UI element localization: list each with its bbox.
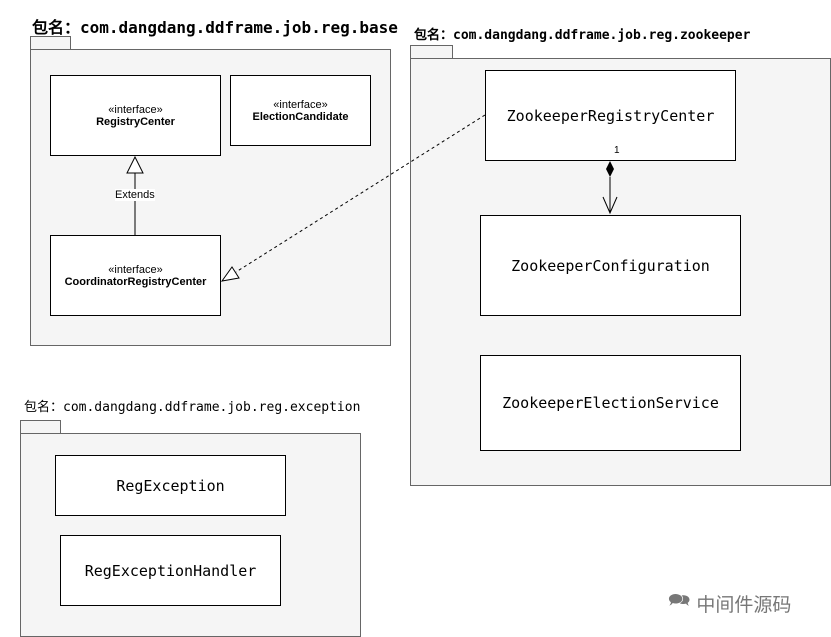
class-name: ZookeeperElectionService [502, 394, 719, 412]
extends-arrow [126, 155, 144, 235]
watermark: 🗪 中间件源码 [668, 588, 791, 618]
class-name: ZookeeperRegistryCenter [506, 106, 715, 125]
stereotype: «interface» [273, 98, 328, 111]
class-name: CoordinatorRegistryCenter [64, 275, 207, 288]
class-election-candidate[interactable]: «interface» ElectionCandidate [230, 75, 371, 146]
package-title-exception: 包名：com.dangdang.ddframe.job.reg.exceptio… [24, 400, 361, 415]
class-name: RegExceptionHandler [84, 561, 257, 580]
class-coordinator-registry-center[interactable]: «interface» CoordinatorRegistryCenter [50, 235, 221, 316]
class-name: ZookeeperConfiguration [511, 256, 710, 275]
class-zookeeper-configuration[interactable]: ZookeeperConfiguration [480, 215, 741, 316]
extends-label: Extends [115, 189, 155, 201]
watermark-text: 中间件源码 [696, 594, 792, 616]
realization-arrow [220, 114, 486, 282]
stereotype: «interface» [108, 263, 163, 276]
class-name: RegException [116, 476, 225, 495]
class-name: RegistryCenter [96, 115, 175, 128]
package-title-zookeeper: 包名：com.dangdang.ddframe.job.reg.zookeepe… [414, 28, 751, 43]
class-name: ElectionCandidate [252, 110, 349, 123]
composition-arrow [602, 161, 618, 215]
class-registry-center[interactable]: «interface» RegistryCenter [50, 75, 221, 156]
class-reg-exception-handler[interactable]: RegExceptionHandler [60, 535, 281, 606]
class-zookeeper-election-service[interactable]: ZookeeperElectionService [480, 355, 741, 451]
wechat-icon: 🗪 [668, 590, 691, 610]
class-reg-exception[interactable]: RegException [55, 455, 286, 516]
package-title-base: 包名：com.dangdang.ddframe.job.reg.base [32, 18, 398, 37]
multiplicity-label: 1 [614, 145, 620, 156]
stereotype: «interface» [108, 103, 163, 116]
class-zookeeper-registry-center[interactable]: ZookeeperRegistryCenter [485, 70, 736, 161]
